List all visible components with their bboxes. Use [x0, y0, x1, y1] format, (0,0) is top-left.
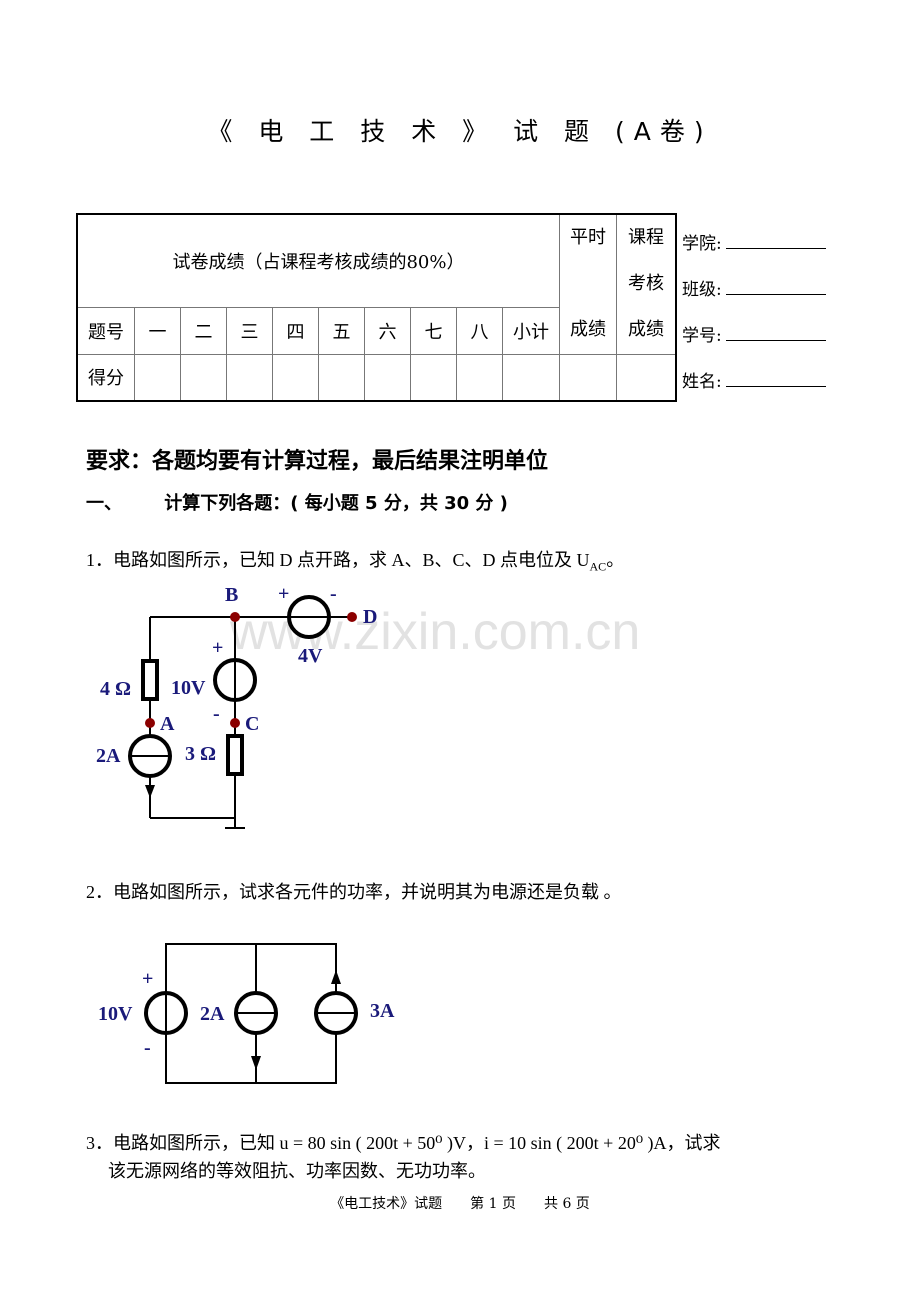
spacer [560, 261, 616, 307]
circuit-diagram-1: B D A C + - 4V + - 10V 4 Ω 3 Ω 2A [96, 583, 377, 829]
resistor-3ohm [226, 734, 244, 776]
label-c: C [245, 713, 259, 735]
field-college: 学院: [682, 229, 826, 254]
field-student-id: 学号: [682, 321, 826, 346]
score-table: 试卷成绩（占课程考核成绩的80%） 平时 成绩 课程 考核 成绩 题号 一 二 … [76, 213, 677, 402]
circuit-diagram-2: + - 10V 2A 3A [98, 943, 395, 1084]
score-cell[interactable] [410, 353, 457, 402]
section-heading: 一、 计算下列各题：( 每小题 5 分，共 30 分 ) [86, 489, 508, 515]
page-title: 《 电 工 技 术 》 试 题 (A卷) [207, 117, 713, 146]
kecheng-label-2: 考核 [628, 273, 664, 294]
arrow-down-icon [251, 1056, 261, 1070]
score-cell[interactable] [616, 353, 677, 402]
requirement-text: 要求：各题均要有计算过程，最后结果注明单位 [86, 449, 549, 474]
field-class: 班级: [682, 275, 826, 300]
field-name: 姓名: [682, 367, 826, 392]
pingshi-label-2: 成绩 [570, 319, 606, 340]
qnum-7: 七 [410, 306, 457, 355]
class-label: 班级: [682, 280, 722, 300]
name-input[interactable] [725, 372, 826, 387]
label-10v: 10V [171, 677, 206, 699]
label-2a: 2A [96, 745, 121, 767]
label-a: A [160, 713, 175, 735]
label-b: B [225, 584, 238, 606]
qnum-3: 三 [226, 306, 273, 355]
kecheng-label-1: 课程 [628, 227, 664, 248]
label-minus: - [144, 1037, 151, 1059]
defen-label: 得分 [76, 353, 135, 402]
score-cell[interactable] [502, 353, 560, 402]
question-1-text: 1．电路如图所示，已知 D 点开路，求 A、B、C、D 点电位及 U [86, 550, 590, 570]
score-cell[interactable] [272, 353, 319, 402]
arrow-down-icon [145, 785, 155, 798]
kecheng-header: 课程 考核 成绩 [616, 213, 677, 355]
node-c [230, 718, 240, 728]
label-3ohm: 3 Ω [185, 743, 216, 765]
score-cell[interactable] [559, 353, 617, 402]
score-cell[interactable] [180, 353, 227, 402]
label-4ohm: 4 Ω [100, 678, 131, 700]
student-id-label: 学号: [682, 326, 722, 346]
tihao-label: 题号 [76, 306, 135, 355]
label-plus: + [278, 583, 289, 605]
label-10v: 10V [98, 1003, 133, 1025]
qnum-subtotal: 小计 [502, 306, 560, 355]
node-b [230, 612, 240, 622]
pingshi-label-1: 平时 [570, 227, 606, 248]
question-1: 1．电路如图所示，已知 D 点开路，求 A、B、C、D 点电位及 UAC。 [86, 546, 624, 575]
label-4v: 4V [298, 645, 323, 667]
qnum-6: 六 [364, 306, 411, 355]
class-input[interactable] [725, 280, 826, 295]
score-cell[interactable] [456, 353, 503, 402]
college-input[interactable] [725, 234, 826, 249]
qnum-1: 一 [134, 306, 181, 355]
question-1-subscript: AC [589, 559, 607, 574]
score-cell[interactable] [226, 353, 273, 402]
qnum-8: 八 [456, 306, 503, 355]
score-cell[interactable] [134, 353, 181, 402]
label-2a: 2A [200, 1003, 225, 1025]
label-minus: - [213, 703, 220, 725]
question-2: 2．电路如图所示，试求各元件的功率，并说明其为电源还是负载 。 [86, 882, 622, 902]
score-cell[interactable] [318, 353, 365, 402]
label-minus: - [330, 583, 337, 605]
node-d [347, 612, 357, 622]
node-a [145, 718, 155, 728]
page-footer: 《电工技术》试题 第 1 页 共 6 页 [330, 1196, 590, 1212]
arrow-up-icon [331, 970, 341, 984]
label-3a: 3A [370, 1000, 395, 1022]
qnum-5: 五 [318, 306, 365, 355]
pingshi-header: 平时 成绩 [559, 213, 617, 355]
qnum-2: 二 [180, 306, 227, 355]
name-label: 姓名: [682, 372, 722, 392]
section-title: 计算下列各题：( 每小题 5 分，共 30 分 ) [164, 493, 508, 514]
resistor-4ohm [141, 659, 159, 701]
question-3-line-1: 3．电路如图所示，已知 u = 80 sin ( 200t + 50⁰ )V，i… [86, 1133, 721, 1153]
question-1-tail: 。 [606, 550, 625, 570]
kecheng-label-3: 成绩 [628, 319, 664, 340]
label-plus: + [142, 968, 153, 990]
student-id-input[interactable] [725, 326, 826, 341]
qnum-4: 四 [272, 306, 319, 355]
section-number: 一、 [86, 493, 122, 514]
label-d: D [363, 606, 377, 628]
college-label: 学院: [682, 234, 722, 254]
label-plus: + [212, 637, 223, 659]
question-3-line-2: 该无源网络的等效阻抗、功率因数、无功功率。 [108, 1161, 486, 1181]
score-header: 试卷成绩（占课程考核成绩的80%） [76, 213, 560, 308]
score-cell[interactable] [364, 353, 411, 402]
